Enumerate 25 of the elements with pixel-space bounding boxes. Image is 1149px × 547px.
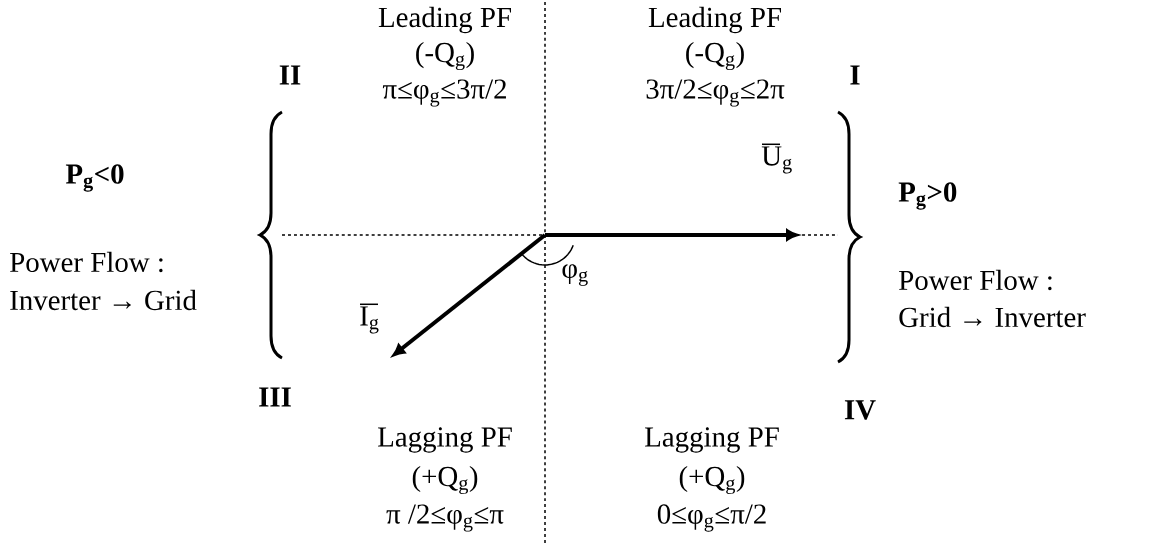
power-sign-label: P$_{g}$>0 xyxy=(898,182,957,210)
quadrant-numeral: II xyxy=(279,65,301,85)
quadrant-label: (-Q$_{g}$) xyxy=(416,41,474,71)
power-sign-label: P$_{g}$<0 xyxy=(65,164,124,192)
angle-range: 3π/2≤φ$_{g}$≤2π xyxy=(646,79,785,107)
quadrant-label: Leading PF xyxy=(648,6,781,34)
quadrant-label: (+Q$_{g}$) xyxy=(679,465,745,495)
angle-range: 0≤φ$_{g}$≤π/2 xyxy=(657,504,766,532)
quadrant-numeral: III xyxy=(259,387,291,407)
phasor-label: U$_{g}$ xyxy=(761,143,792,174)
power-flow-label: Inverter → Grid xyxy=(10,289,197,311)
angle-range: π≤φ$_{g}$≤3π/2 xyxy=(382,79,506,107)
quadrant-label: Lagging PF xyxy=(645,427,779,453)
power-flow-label: Power Flow : xyxy=(10,251,163,273)
angle-label: φ$_{g}$ xyxy=(562,264,588,286)
quadrant-label: Leading PF xyxy=(378,6,511,34)
quadrant-numeral: IV xyxy=(844,400,876,420)
quadrant-label: (+Q$_{g}$) xyxy=(412,465,478,495)
quadrant-label: (-Q$_{g}$) xyxy=(686,41,744,71)
angle-range: π /2≤φ$_{g}$≤π xyxy=(386,504,504,532)
quadrant-label: Lagging PF xyxy=(378,427,512,453)
power-flow-label: Power Flow : xyxy=(899,269,1052,291)
phasor-label: I$_{g}$ xyxy=(359,303,379,334)
quadrant-numeral: I xyxy=(850,65,860,85)
power-flow-label: Grid → Inverter xyxy=(899,306,1086,328)
